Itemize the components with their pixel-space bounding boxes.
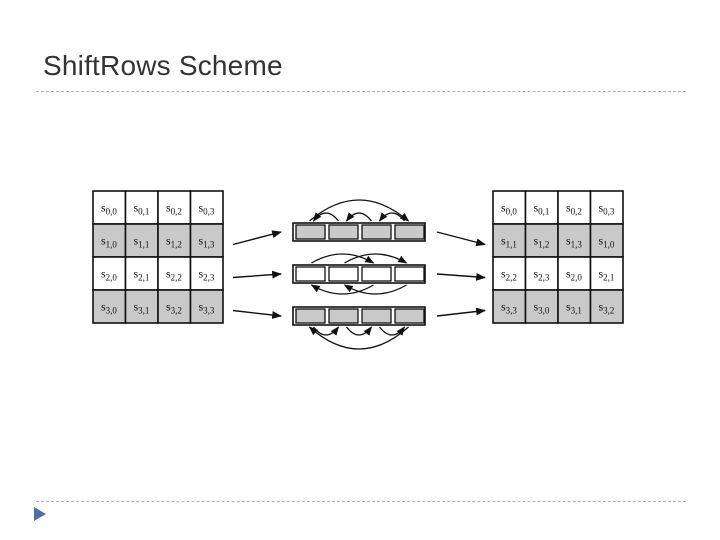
input-cell xyxy=(189,256,224,291)
output-cell-label: s2,1 xyxy=(599,267,615,283)
output-cell xyxy=(589,190,624,225)
shift-register-cell xyxy=(361,224,392,240)
shift-register-cell xyxy=(328,308,359,324)
input-cell-label: s3,1 xyxy=(134,300,150,316)
input-state-grid: s0,0 s0,1 s0,2 s0,3 s1,0 s1,1 s1,2 s1,3 s2,0 s2,1… xyxy=(92,190,224,324)
shift-register-frame xyxy=(292,222,426,242)
shift-register-cell xyxy=(295,224,326,240)
output-state-grid: s0,0 s0,1 s0,2 s0,3 s1,1 s1,2 s1,3 s1,0 s2,2 s2,3… xyxy=(492,190,624,324)
shift-register-cell xyxy=(361,308,392,324)
output-cell xyxy=(557,289,592,324)
flow-arrows xyxy=(232,230,486,319)
output-cell-label: s3,0 xyxy=(534,300,550,316)
input-cell-label: s1,1 xyxy=(134,234,150,250)
shift-arc-row2 xyxy=(344,253,408,264)
output-cell-label: s1,2 xyxy=(534,234,550,250)
shift-registers xyxy=(292,199,426,350)
output-cell-label: s3,2 xyxy=(599,300,615,316)
title-divider xyxy=(36,91,686,92)
input-cell-label: s1,2 xyxy=(166,234,182,250)
output-cell-label: s0,0 xyxy=(501,201,517,217)
output-cell-label: s0,3 xyxy=(599,201,615,217)
input-cell-label: s1,0 xyxy=(101,234,117,250)
output-cell xyxy=(557,223,592,258)
input-cell-label: s0,1 xyxy=(134,201,150,217)
shift-register-cell xyxy=(328,224,359,240)
shift-arc-row3 xyxy=(378,326,406,336)
shift-register-frame xyxy=(292,264,426,284)
output-cell-label: s0,2 xyxy=(566,201,582,217)
input-cell-label: s3,2 xyxy=(166,300,182,316)
footer-divider xyxy=(36,501,686,502)
input-cell xyxy=(189,190,224,225)
input-cell-label: s0,0 xyxy=(101,201,117,217)
shift-arc-row1-wrap xyxy=(309,199,410,222)
input-cell xyxy=(92,190,127,225)
input-cell xyxy=(157,223,192,258)
shift-arc-row2 xyxy=(343,284,407,295)
input-cell xyxy=(124,256,159,291)
output-cell-label: s2,2 xyxy=(501,267,517,283)
input-cell-label: s3,3 xyxy=(199,300,215,316)
output-cell xyxy=(524,289,559,324)
input-cell-label: s2,3 xyxy=(199,267,215,283)
register-to-output-arrow xyxy=(436,272,486,281)
input-cell-label: s0,2 xyxy=(166,201,182,217)
triangle-right-shape xyxy=(34,507,46,521)
shift-arc-row2 xyxy=(310,284,374,295)
output-cell-label: s2,3 xyxy=(534,267,550,283)
shift-arc-row1 xyxy=(312,212,340,222)
input-cell-label: s1,3 xyxy=(199,234,215,250)
input-to-register-arrow xyxy=(232,309,282,319)
input-cell xyxy=(189,223,224,258)
output-cell-label: s1,1 xyxy=(501,234,517,250)
input-to-register-arrow xyxy=(232,270,282,279)
shift-register-cell xyxy=(328,266,359,282)
output-cell xyxy=(589,289,624,324)
shift-arc-row1 xyxy=(345,212,373,222)
input-cell-label: s3,0 xyxy=(101,300,117,316)
register-to-output-arrow xyxy=(436,307,486,317)
output-cell xyxy=(492,289,527,324)
shift-register-cell xyxy=(394,224,425,240)
register-to-output-arrow xyxy=(436,231,486,247)
output-cell xyxy=(492,223,527,258)
input-cell xyxy=(92,289,127,324)
triangle-right-icon xyxy=(34,507,46,521)
shift-register-cell xyxy=(361,266,392,282)
shift-register-frame xyxy=(292,306,426,326)
shift-arc-row3-wrap xyxy=(308,326,409,350)
input-cell-label: s2,0 xyxy=(101,267,117,283)
shift-register-cell xyxy=(394,308,425,324)
shift-register-cell xyxy=(295,308,326,324)
output-cell-label: s3,3 xyxy=(501,300,517,316)
input-cell-label: s0,3 xyxy=(199,201,215,217)
shift-arc-row3 xyxy=(345,326,373,336)
input-to-register-arrow xyxy=(232,230,282,246)
input-cell xyxy=(124,289,159,324)
shift-register-cell xyxy=(394,266,425,282)
output-cell-label: s3,1 xyxy=(566,300,582,316)
input-cell xyxy=(189,289,224,324)
input-cell-label: s2,1 xyxy=(134,267,150,283)
output-cell-label: s2,0 xyxy=(566,267,582,283)
output-cell-label: s1,0 xyxy=(599,234,615,250)
shift-arc-row2 xyxy=(311,253,375,264)
output-cell-label: s1,3 xyxy=(566,234,582,250)
slide-title: ShiftRows Scheme xyxy=(43,50,283,81)
output-cell-label: s0,1 xyxy=(534,201,550,217)
input-cell-label: s2,2 xyxy=(166,267,182,283)
shift-register-cell xyxy=(295,266,326,282)
input-cell xyxy=(92,223,127,258)
